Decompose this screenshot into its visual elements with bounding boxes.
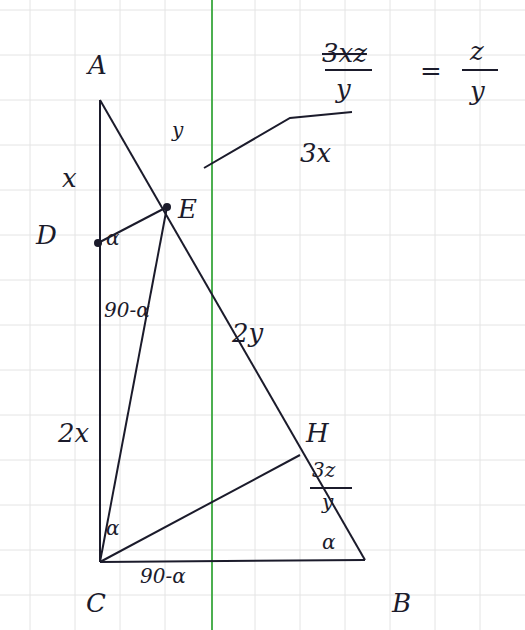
note-text: y <box>336 76 351 102</box>
angle-label: α <box>106 518 120 538</box>
point-label: D <box>36 222 57 248</box>
angle-label: α <box>106 228 120 248</box>
point-label: H <box>306 420 329 446</box>
vertex-label: C <box>86 590 106 616</box>
triangle <box>98 70 498 562</box>
length-label: y <box>172 120 183 140</box>
vertex-label: A <box>88 52 107 78</box>
note-text: 3x <box>300 140 331 166</box>
note-text: = <box>420 58 442 84</box>
length-label: 2y <box>232 320 263 346</box>
length-label: 3z <box>312 460 335 480</box>
point-dot <box>94 239 102 247</box>
vertex-label: B <box>392 590 411 616</box>
point-dot <box>163 203 171 211</box>
angle-label: 90-α <box>104 300 150 320</box>
angle-label: α <box>322 532 336 552</box>
length-label: y <box>322 492 333 512</box>
note-text: 3xz <box>322 40 367 66</box>
note-text: y <box>470 78 485 104</box>
angle-label: 90-α <box>140 566 186 586</box>
length-label: 2x <box>58 420 89 446</box>
note-text: z <box>470 38 484 64</box>
point-label: E <box>178 196 197 222</box>
length-label: x <box>62 165 77 191</box>
margin-line <box>211 0 213 630</box>
